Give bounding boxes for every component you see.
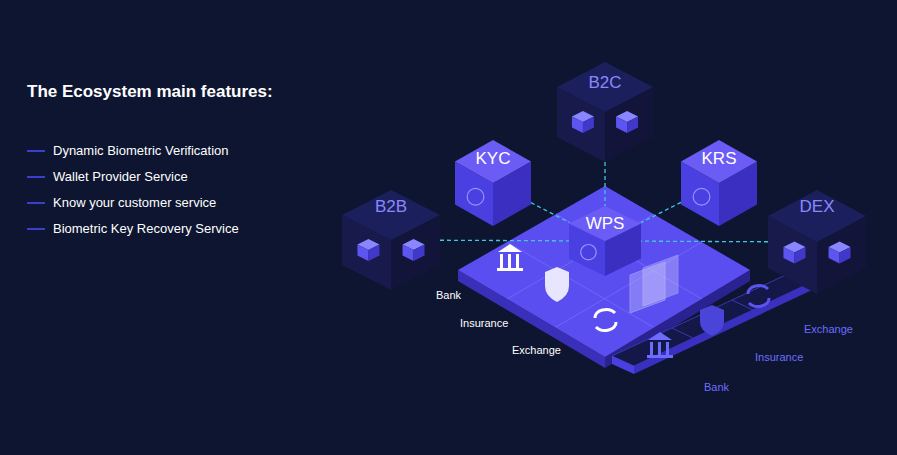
dashed-connector: [641, 241, 768, 243]
mini-cube-left: [616, 117, 627, 134]
diagram-title: The Ecosystem main features:: [27, 82, 273, 102]
feature-item: Wallet Provider Service: [53, 169, 188, 185]
cube-label: WPS: [586, 215, 625, 234]
mini-cube-right: [368, 245, 379, 262]
mini-cube-left: [572, 117, 583, 134]
cube-top-face: [768, 190, 866, 242]
sync-icon: [595, 310, 616, 331]
feature-cube: B2C: [557, 62, 653, 162]
shield-icon: [545, 267, 569, 302]
mini-cube-left: [403, 245, 414, 262]
mini-cube-left: [357, 245, 368, 262]
feature-cube: KRS: [681, 140, 757, 226]
feature-cube: KYC: [455, 140, 531, 226]
cube-label: B2C: [588, 74, 621, 93]
cube-top-face: [342, 190, 440, 240]
cube-label: KYC: [476, 150, 511, 169]
list-dashes: [27, 151, 45, 229]
cube-emblem: [467, 188, 484, 205]
cube-emblem: [581, 245, 596, 260]
feature-item: Biometric Key Recovery Service: [53, 221, 239, 237]
tile-label: Insurance: [755, 351, 803, 364]
sync-icon: [748, 286, 769, 307]
bank-icon: [647, 332, 673, 358]
shield-icon: [700, 305, 724, 336]
glass-panels: [630, 255, 678, 313]
mini-cube-right: [627, 117, 638, 134]
dashed-connector: [440, 240, 569, 242]
dashed-connector: [604, 162, 605, 206]
tile-label: Exchange: [804, 323, 853, 336]
dashed-connector: [641, 202, 681, 222]
dashed-connector: [531, 203, 569, 223]
tile-label: Exchange: [512, 344, 561, 357]
mini-cube-right: [794, 247, 805, 264]
cube-label: KRS: [702, 150, 737, 169]
feature-item: Know your customer service: [53, 195, 216, 211]
tile-label: Bank: [704, 381, 729, 394]
feature-cube: DEX: [768, 190, 866, 294]
cube-top-face: [681, 140, 757, 183]
mini-cube-right: [583, 117, 594, 134]
mini-cube-left: [829, 247, 840, 264]
feature-cube: WPS: [569, 206, 641, 276]
cube-top-face: [455, 140, 531, 183]
tile-label: Bank: [436, 289, 461, 302]
cube-label: B2B: [375, 198, 407, 217]
feature-cube: B2B: [342, 190, 440, 290]
tile-label: Insurance: [460, 317, 508, 330]
cube-top-face: [569, 206, 641, 241]
mini-cube-left: [783, 247, 794, 264]
feature-item: Dynamic Biometric Verification: [53, 143, 229, 159]
mini-cube-right: [840, 247, 851, 264]
cube-label: DEX: [800, 198, 835, 217]
cube-emblem: [693, 188, 710, 205]
bank-icon: [497, 244, 523, 271]
cube-top-face: [557, 62, 653, 112]
mini-cube-right: [414, 245, 425, 262]
